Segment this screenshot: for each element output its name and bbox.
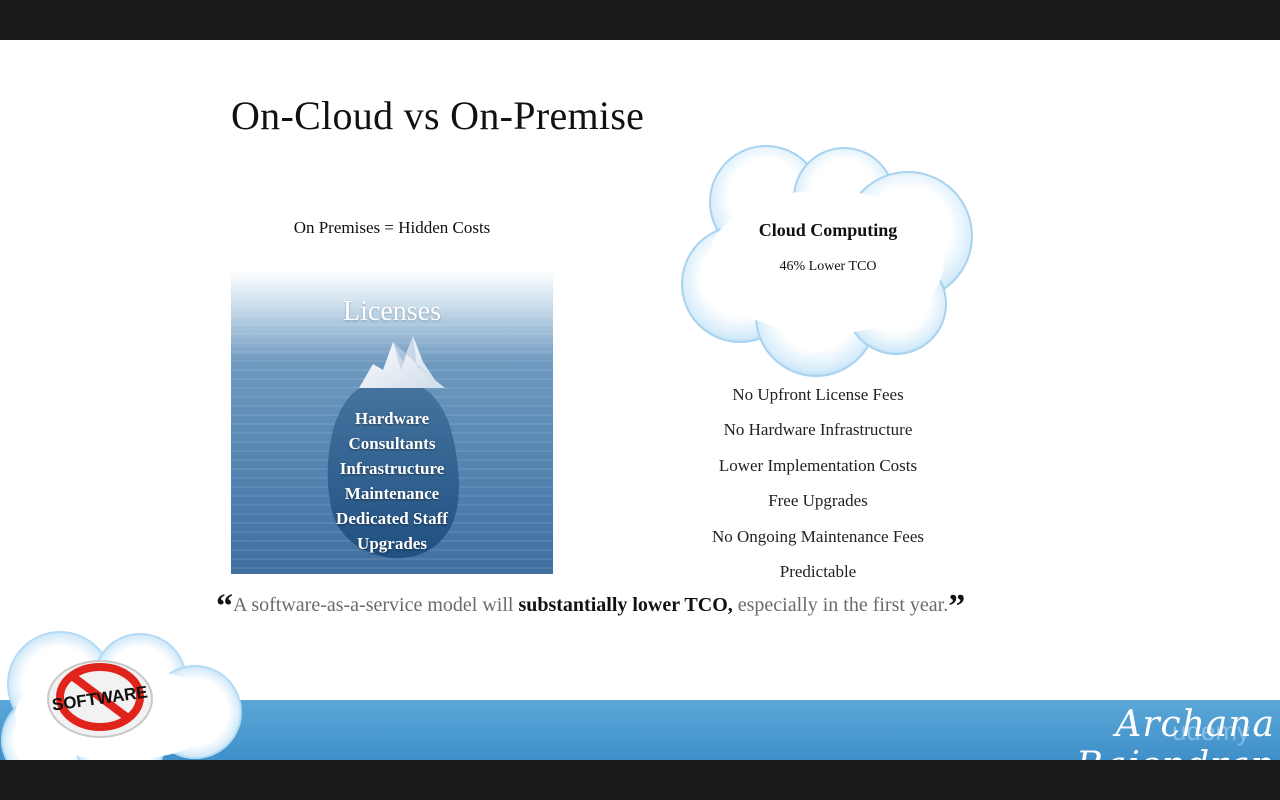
cloud-title: Cloud Computing [758, 220, 898, 240]
close-quote-mark: ” [948, 588, 966, 625]
benefit-item: No Upfront License Fees [732, 385, 904, 404]
benefit-item: Free Upgrades [768, 491, 868, 511]
quote: “A software-as-a-service model will subs… [216, 590, 1076, 624]
watermark: udemy [1172, 716, 1251, 746]
hidden-cost-item: Upgrades [357, 534, 427, 553]
presentation-slide: On-Cloud vs On-Premise On Premises = Hid… [0, 40, 1280, 760]
open-quote-mark: “ [216, 588, 233, 625]
no-software-logo-icon: SOFTWARE [47, 660, 153, 738]
benefit-item: No Hardware Infrastructure [723, 420, 913, 440]
cloud-subtitle: 46% Lower TCO [779, 259, 877, 274]
on-premises-heading: On Premises = Hidden Costs [293, 218, 491, 237]
quote-emphasis: substantially lower TCO, [518, 594, 733, 616]
iceberg-tip-label: Licenses [343, 296, 441, 327]
benefit-item: Predictable [779, 561, 857, 581]
iceberg-icon [327, 336, 459, 559]
slide-title: On-Cloud vs On-Premise [231, 93, 645, 138]
cloud-icon [681, 145, 973, 377]
quote-text-after: especially in the first year. [732, 594, 949, 616]
hidden-cost-item: Dedicated Staff [336, 509, 448, 528]
hidden-costs-list: Hardware Consultants Infrastructure Main… [231, 406, 553, 556]
author-signature: Archana Rajendran [1076, 704, 1275, 760]
hidden-cost-item: Consultants [348, 434, 436, 453]
benefit-item: Lower Implementation Costs [718, 455, 918, 475]
hidden-cost-item: Infrastructure [339, 459, 445, 478]
iceberg-illustration: Licenses Hardware Consultants Infrastruc… [231, 270, 553, 574]
hidden-cost-item: Hardware [354, 409, 430, 428]
bottom-letterbox [0, 760, 1280, 800]
top-letterbox [0, 0, 1280, 40]
hidden-cost-item: Maintenance [344, 484, 440, 503]
quote-text-before: A software-as-a-service model will [233, 594, 519, 616]
cloud-benefits-list: No Upfront License Fees No Hardware Infr… [660, 377, 976, 589]
benefit-item: No Ongoing Maintenance Fees [712, 526, 924, 546]
